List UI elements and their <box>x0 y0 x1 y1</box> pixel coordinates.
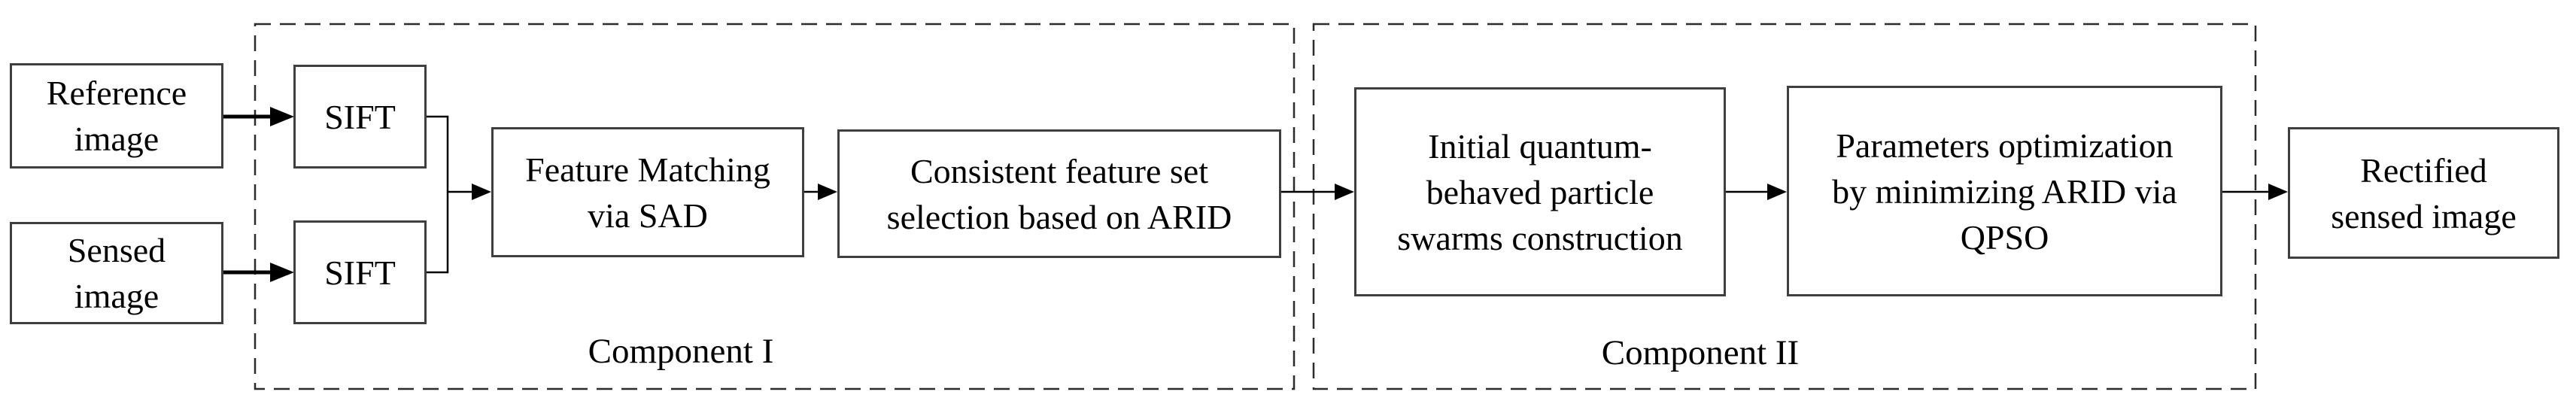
node-consistent-feature-selection-line: selection based on ARID <box>886 197 1232 236</box>
node-initial-quantum-swarms-line: Initial quantum- <box>1428 126 1652 166</box>
node-parameters-optimization-line: QPSO <box>1960 217 2049 257</box>
node-parameters-optimization-line: Parameters optimization <box>1836 126 2174 165</box>
node-sift-reference-label: SIFT <box>324 97 396 136</box>
node-reference-image-line: Reference <box>46 74 187 112</box>
node-sensed-image: Sensed image <box>10 222 223 324</box>
arrow-reference-to-sift-head-icon <box>270 107 294 126</box>
node-initial-quantum-swarms-line: swarms construction <box>1397 218 1683 257</box>
sift-merge-bracket <box>426 115 449 274</box>
arrow-feature-to-consistent-head-icon <box>818 184 837 200</box>
arrow-merge-to-feature-head-icon <box>472 184 491 200</box>
node-consistent-feature-selection-line: Consistent feature set <box>910 151 1208 190</box>
node-sensed-image-line: image <box>74 277 159 315</box>
node-rectified-sensed-image: Rectified sensed image <box>2288 127 2559 259</box>
node-initial-quantum-swarms: Initial quantum- behaved particle swarms… <box>1354 87 1726 296</box>
node-parameters-optimization: Parameters optimization by minimizing AR… <box>1787 86 2222 296</box>
component-1-label: Component I <box>588 332 774 371</box>
node-rectified-sensed-image-line: sensed image <box>2331 196 2517 235</box>
component-2-label: Component II <box>1601 333 1800 372</box>
node-parameters-optimization-line: by minimizing ARID via <box>1832 172 2177 211</box>
node-feature-matching-line: via SAD <box>588 196 708 235</box>
node-sift-sensed: SIFT <box>293 220 427 324</box>
node-sensed-image-line: Sensed <box>67 231 166 269</box>
node-sift-reference: SIFT <box>293 65 427 169</box>
node-initial-quantum-swarms-line: behaved particle <box>1426 172 1654 211</box>
arrow-parameters-to-rectified-head-icon <box>2268 184 2288 200</box>
component-1-dashed-border <box>254 23 1296 390</box>
node-sift-sensed-label: SIFT <box>324 253 396 292</box>
node-feature-matching: Feature Matching via SAD <box>491 127 804 257</box>
component-2-dashed-border <box>1312 23 2257 390</box>
node-feature-matching-line: Feature Matching <box>525 150 770 189</box>
arrow-initial-to-parameters-head-icon <box>1767 184 1787 200</box>
node-reference-image-line: image <box>74 120 159 158</box>
node-reference-image: Reference image <box>10 63 223 169</box>
arrow-consistent-to-initial-head-icon <box>1335 184 1354 200</box>
arrow-sensed-to-sift-head-icon <box>270 263 294 282</box>
node-consistent-feature-selection: Consistent feature set selection based o… <box>837 129 1281 258</box>
node-rectified-sensed-image-line: Rectified <box>2360 150 2487 190</box>
